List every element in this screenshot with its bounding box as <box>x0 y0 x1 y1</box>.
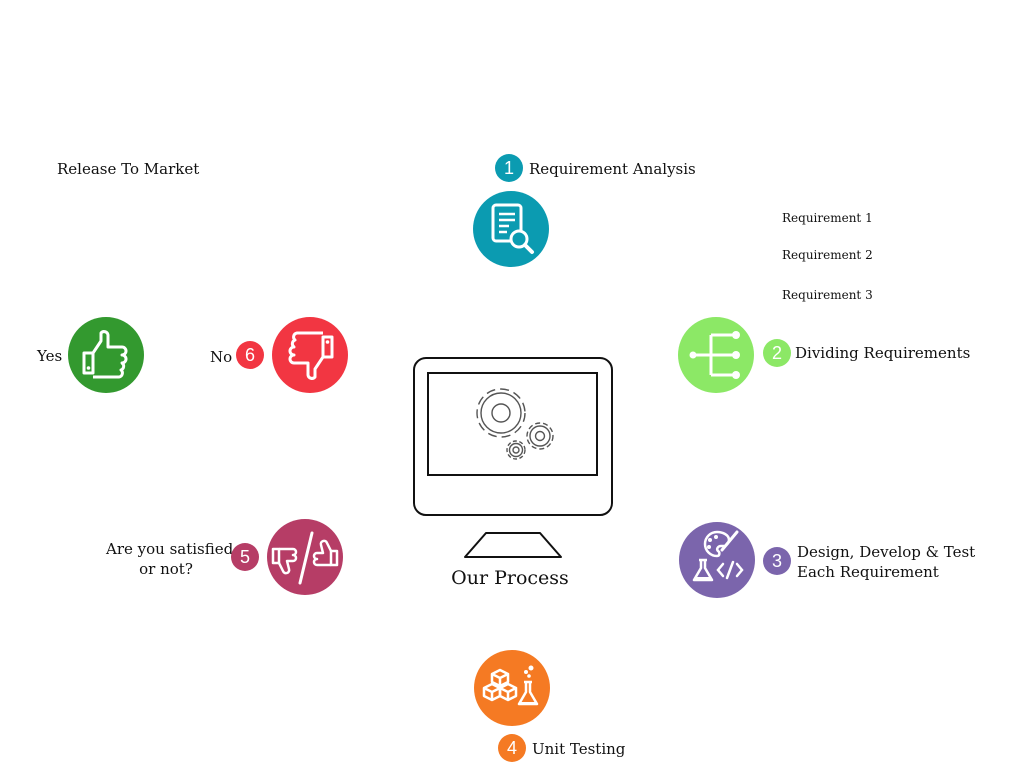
yes-label: Yes <box>37 347 63 365</box>
thumbs-down-icon <box>288 331 334 380</box>
requirement-3-label: Requirement 3 <box>782 288 873 302</box>
thumbs-up-icon <box>82 330 128 379</box>
cubes-flask-icon <box>482 665 539 706</box>
step-1-label: Requirement Analysis <box>529 160 696 178</box>
step-4-number: 4 <box>498 734 526 762</box>
step-1-circle <box>473 191 549 267</box>
step-2-circle <box>678 317 754 393</box>
no-label: No <box>210 348 233 366</box>
release-to-market-label: Release To Market <box>57 160 200 178</box>
step-5-label-line1: Are you satisfied <box>106 540 234 558</box>
step-2-number: 2 <box>763 339 791 367</box>
step-3-number: 3 <box>763 547 791 575</box>
monitor-gears-icon <box>413 357 613 558</box>
step-6-circle <box>272 317 348 393</box>
step-4-circle <box>474 650 550 726</box>
thumbs-up-down-icon <box>271 531 339 585</box>
requirement-2-label: Requirement 2 <box>782 248 873 262</box>
step-5-label-line2: or not? <box>139 560 193 578</box>
step-6-number: 6 <box>236 341 264 369</box>
step-2-label: Dividing Requirements <box>795 344 971 362</box>
step-4-label: Unit Testing <box>532 740 626 758</box>
step-3-label-line1: Design, Develop & Test <box>797 543 976 561</box>
center-label: Our Process <box>451 567 569 589</box>
step-3-circle <box>679 522 755 598</box>
requirement-1-label: Requirement 1 <box>782 211 873 225</box>
yes-circle <box>68 317 144 393</box>
step-5-circle <box>267 519 343 595</box>
step-1-number: 1 <box>495 154 523 182</box>
tree-branch-icon <box>689 331 740 379</box>
document-search-icon <box>491 203 534 254</box>
step-5-number: 5 <box>231 543 259 571</box>
step-3-label-line2: Each Requirement <box>797 563 939 581</box>
design-code-icon <box>692 530 744 582</box>
